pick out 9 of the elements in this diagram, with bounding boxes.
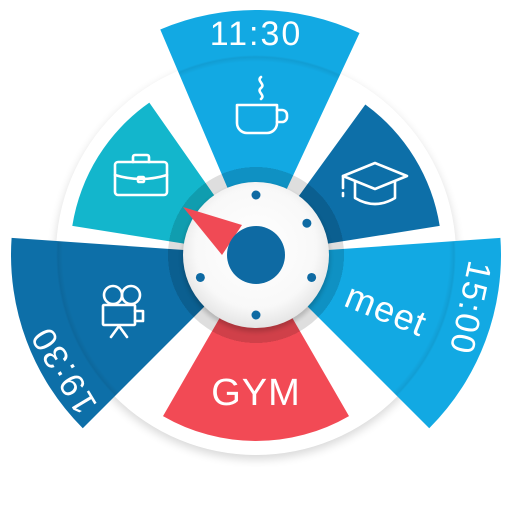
wheel-segment (306, 237, 501, 429)
activity-label: meet (340, 278, 432, 342)
time-label: 15:00 (444, 258, 497, 358)
wheel-segment (72, 102, 215, 244)
wheel-segment (160, 10, 360, 190)
activity-label: GYM (211, 374, 301, 412)
time-label: 11:30 (210, 17, 302, 51)
wheel-segment (298, 104, 440, 244)
wheel-segment (11, 237, 206, 429)
